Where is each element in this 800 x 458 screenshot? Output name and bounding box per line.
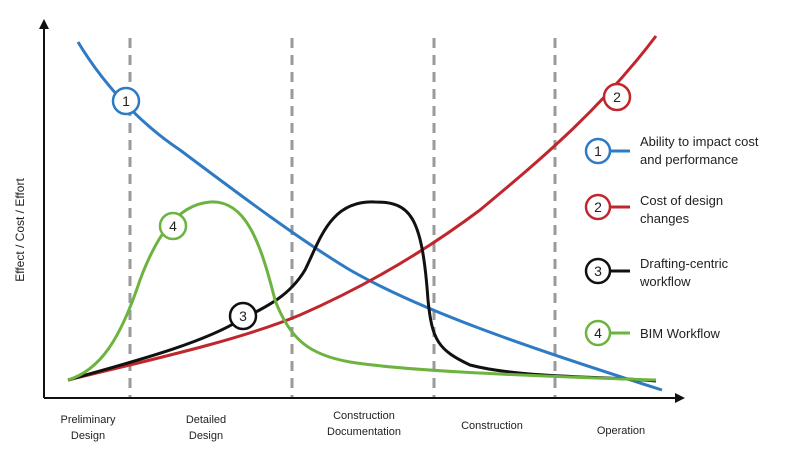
curve-drafting-centric — [67, 200, 657, 383]
legend-item: 4 BIM Workflow — [584, 319, 721, 347]
phase-label: Documentation — [327, 426, 401, 438]
legend: 1 Ability to impact cost and performance… — [584, 134, 759, 347]
curve-marker: 2 — [602, 82, 632, 112]
curve-bim-workflow — [67, 200, 657, 382]
svg-text:changes: changes — [640, 211, 690, 226]
phase-label: Operation — [597, 425, 645, 437]
curve-marker: 4 — [158, 211, 188, 241]
phase-label: Design — [189, 430, 223, 442]
phase-label: Construction — [461, 420, 523, 432]
phase-dividers — [128, 38, 557, 398]
svg-text:Drafting-centric: Drafting-centric — [640, 256, 729, 271]
phase-label: Detailed — [186, 414, 226, 426]
legend-item: 1 Ability to impact cost and performance — [584, 134, 759, 167]
svg-text:Cost of design: Cost of design — [640, 193, 723, 208]
phase-label: Construction — [333, 410, 395, 422]
y-axis-title: Effect / Cost / Effort — [13, 178, 27, 282]
svg-text:and performance: and performance — [640, 152, 738, 167]
curve-marker: 3 — [228, 301, 258, 331]
svg-text:1: 1 — [122, 93, 130, 109]
phase-label: Preliminary — [60, 414, 116, 426]
legend-item: 3 Drafting-centric workflow — [584, 256, 729, 289]
curve-cost-of-design-changes — [67, 35, 658, 382]
phase-label: Design — [71, 430, 105, 442]
legend-item: 2 Cost of design changes — [584, 193, 723, 226]
svg-text:3: 3 — [594, 263, 602, 279]
svg-text:4: 4 — [169, 218, 177, 234]
svg-text:4: 4 — [594, 325, 602, 341]
svg-text:2: 2 — [613, 89, 621, 105]
svg-text:Ability to impact cost: Ability to impact cost — [640, 134, 759, 149]
svg-text:2: 2 — [594, 199, 602, 215]
svg-text:3: 3 — [239, 308, 247, 324]
svg-text:1: 1 — [594, 143, 602, 159]
phase-labels: Preliminary Design Detailed Design Const… — [60, 410, 645, 442]
curve-ability-to-impact — [76, 41, 663, 392]
svg-text:BIM Workflow: BIM Workflow — [640, 326, 721, 341]
svg-text:workflow: workflow — [639, 274, 691, 289]
curve-marker: 1 — [111, 86, 141, 116]
